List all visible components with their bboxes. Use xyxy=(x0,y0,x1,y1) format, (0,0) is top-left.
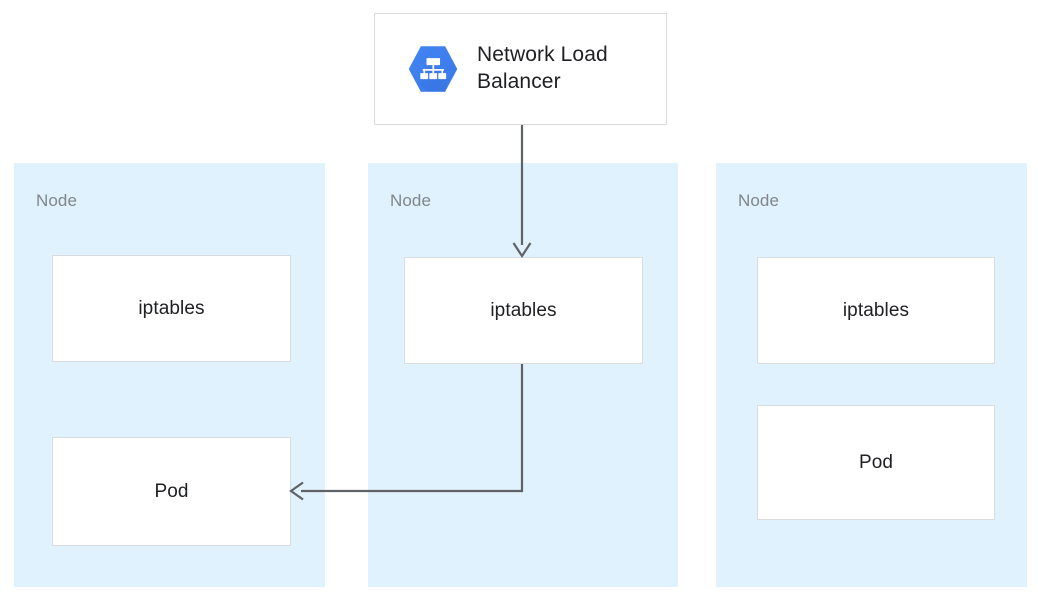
network-load-balancer-title: Network Load Balancer xyxy=(477,43,608,93)
node-1-pod-box: Pod xyxy=(52,437,291,546)
node-3-pod-box: Pod xyxy=(757,405,995,520)
node-1-iptables-label: iptables xyxy=(138,298,205,319)
node-2-iptables-box: iptables xyxy=(404,257,643,364)
node-label-3: Node xyxy=(738,191,780,210)
node-1-pod-label: Pod xyxy=(154,481,189,502)
node-1-iptables-box: iptables xyxy=(52,255,291,362)
node-3-iptables-box: iptables xyxy=(757,257,995,364)
network-load-balancer-card: Network Load Balancer xyxy=(374,13,667,125)
node-label-2: Node xyxy=(390,191,432,210)
node-2-iptables-label: iptables xyxy=(490,300,557,321)
node-panel-2: Node iptables xyxy=(368,163,678,587)
node-panel-3: Node iptables Pod xyxy=(716,163,1027,587)
node-label-1: Node xyxy=(36,191,78,210)
node-3-iptables-label: iptables xyxy=(842,300,910,321)
network-load-balancer-icon xyxy=(408,46,458,92)
node-panel-1: Node iptables Pod xyxy=(14,163,325,587)
node-3-pod-label: Pod xyxy=(858,452,894,473)
